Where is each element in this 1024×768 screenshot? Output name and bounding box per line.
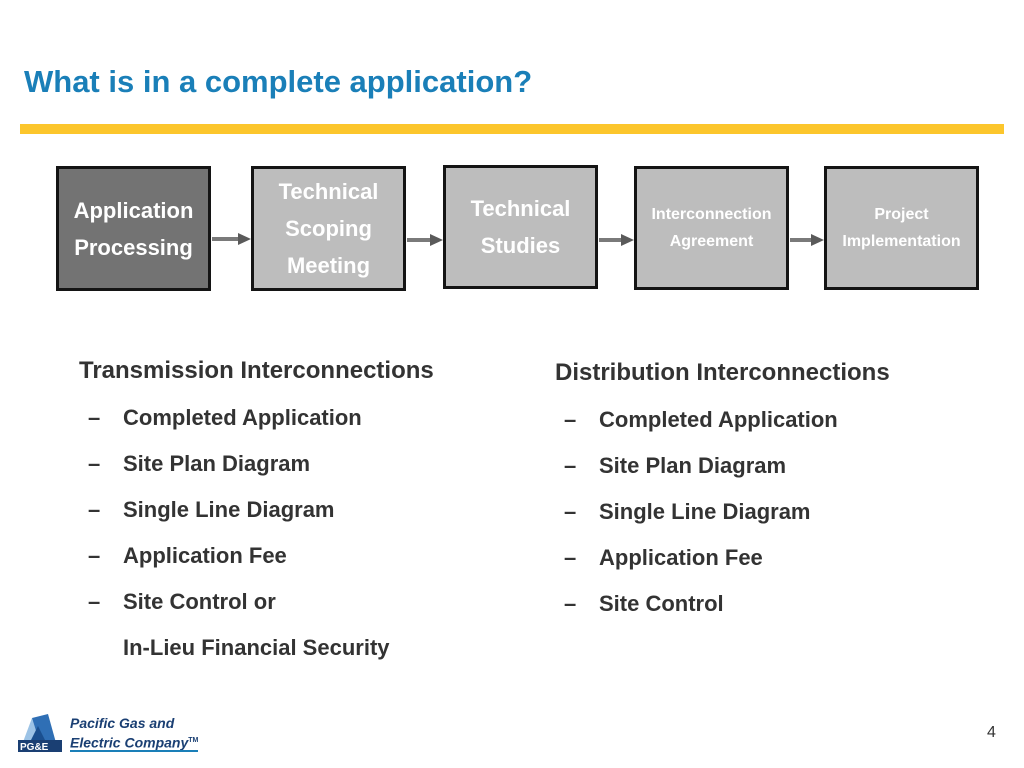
step-technical-studies: Technical Studies: [443, 165, 598, 289]
list-item: –Site Plan Diagram: [555, 443, 890, 489]
bullet-dash: –: [564, 407, 577, 432]
step-label-line: Implementation: [842, 233, 961, 250]
list-item-text: Application Fee: [123, 543, 287, 568]
step-label-line: Processing: [74, 234, 193, 260]
list-item: –Site Control or In-Lieu Financial Securi…: [79, 579, 434, 671]
list-item-text: Completed Application: [599, 407, 838, 432]
company-name-line2-text: Electric Company: [70, 734, 189, 751]
list-item-text: Site Plan Diagram: [123, 451, 311, 476]
step-label-line: Meeting: [286, 253, 371, 278]
transmission-column: Transmission Interconnections –Completed…: [79, 357, 434, 671]
bullet-dash: –: [564, 453, 577, 478]
step-label-line: Technical: [278, 179, 379, 204]
bullet-dash: –: [564, 499, 577, 524]
step-label-line: Project: [874, 206, 929, 223]
flow-arrow: [599, 234, 634, 246]
step-label-line: Interconnection: [651, 206, 772, 223]
list-item-text: Site Control: [599, 591, 724, 616]
step-label-line: Application: [73, 197, 194, 223]
company-name-line: Pacific Gas and: [70, 715, 175, 731]
list-item: –Site Control: [555, 581, 890, 627]
logo-underline: [70, 750, 198, 752]
transmission-list: –Completed Application –Site Plan Diagra…: [79, 395, 434, 671]
list-item: –Application Fee: [555, 535, 890, 581]
bullet-dash: –: [88, 405, 101, 430]
bullet-dash: –: [88, 451, 101, 476]
step-label-line: Studies: [480, 233, 561, 258]
list-item-text: Completed Application: [123, 405, 362, 430]
flow-arrow: [212, 233, 251, 245]
list-item-continuation: In-Lieu Financial Security: [123, 635, 390, 660]
list-item-text: Single Line Diagram: [123, 497, 335, 522]
list-item-text: Application Fee: [599, 545, 763, 570]
step-label-line: Scoping: [285, 216, 372, 241]
flow-arrows: [212, 233, 824, 246]
logo-mark-text: PG&E: [20, 742, 49, 752]
list-item: –Single Line Diagram: [79, 487, 434, 533]
bullet-dash: –: [88, 497, 101, 522]
list-item: –Site Plan Diagram: [79, 441, 434, 487]
list-item: –Single Line Diagram: [555, 489, 890, 535]
distribution-list: –Completed Application –Site Plan Diagra…: [555, 397, 890, 627]
step-technical-scoping-meeting: Technical Scoping Meeting: [251, 166, 406, 291]
step-project-implementation: Project Implementation: [824, 166, 979, 290]
bullet-dash: –: [88, 543, 101, 568]
flow-arrow: [407, 234, 443, 246]
title-accent-bar: [20, 124, 1004, 134]
list-item: –Completed Application: [555, 397, 890, 443]
transmission-heading: Transmission Interconnections: [79, 357, 434, 384]
company-name-line: Electric CompanyTM: [70, 732, 198, 752]
list-item: –Application Fee: [79, 533, 434, 579]
list-item-text: Site Plan Diagram: [599, 453, 787, 478]
company-name: Pacific Gas and Electric CompanyTM: [70, 714, 198, 752]
step-label-line: Technical: [470, 196, 571, 221]
bullet-dash: –: [564, 591, 577, 616]
slide-title: What is in a complete application?: [24, 64, 533, 99]
trademark-symbol: TM: [188, 737, 199, 744]
step-interconnection-agreement: Interconnection Agreement: [634, 166, 789, 290]
list-item: –Completed Application: [79, 395, 434, 441]
step-label-line: Agreement: [669, 233, 754, 250]
pge-logo-mark-icon: PG&E: [18, 712, 62, 752]
list-item-text: Single Line Diagram: [599, 499, 811, 524]
list-item-text: Site Control or: [123, 589, 276, 614]
flow-arrow: [790, 234, 824, 246]
page-number: 4: [987, 724, 996, 741]
distribution-column: Distribution Interconnections –Completed…: [555, 359, 890, 627]
distribution-heading: Distribution Interconnections: [555, 359, 890, 386]
step-application-processing: Application Processing: [56, 166, 211, 291]
bullet-dash: –: [88, 589, 101, 614]
bullet-dash: –: [564, 545, 577, 570]
